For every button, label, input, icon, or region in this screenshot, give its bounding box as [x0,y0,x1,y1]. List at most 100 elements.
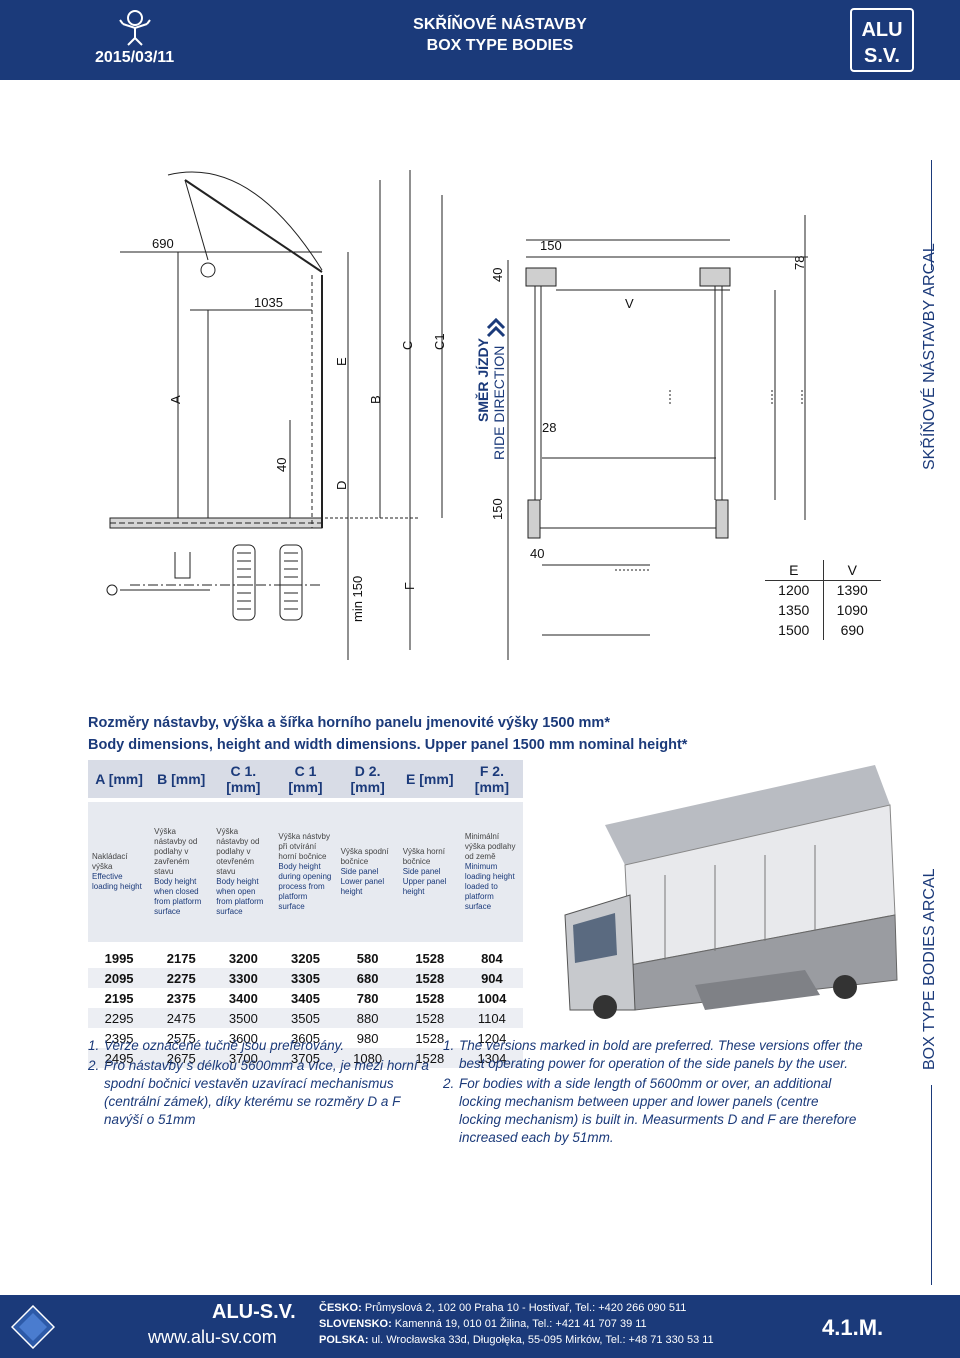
e-v-cell: 1500 [778,622,810,638]
dimensions-header-cell: C 1[mm] [274,760,336,798]
table-cell: 3400 [228,990,258,1006]
dim-28: 28 [542,420,556,435]
table-cell: 2675 [166,1050,196,1066]
description-en: Side panel Lower panel height [340,867,385,896]
page-title: SKŘÍŇOVÉ NÁSTAVBY BOX TYPE BODIES [310,14,690,56]
page-header: 2015/03/11 SKŘÍŇOVÉ NÁSTAVBY BOX TYPE BO… [0,0,960,80]
dim-C: C [400,341,415,350]
description-en: Body height when open from platform surf… [216,877,264,916]
dim-40-top: 40 [490,268,505,282]
table-cell: 3500 [228,1010,258,1026]
document-date: 2015/03/11 [95,49,175,66]
table-cell: 2195 [104,990,134,1006]
note-text: Verze označené tučně jsou preferovány. [104,1038,345,1053]
footer-addresses: ČESKO: Průmyslová 2, 102 00 Praha 10 - H… [319,1300,714,1348]
description-cz: Výška nástavby od podlahy v otevřeném st… [216,827,260,876]
header-sub: [mm] [474,779,510,795]
side-label-lower: BOX TYPE BODIES ARCAL [921,868,938,1070]
table-cell: 1528 [415,990,445,1006]
title-en: BOX TYPE BODIES [426,37,574,54]
notes-en: 1. The versions marked in bold are prefer… [443,1037,863,1149]
table-cell: 3505 [291,1010,320,1026]
e-v-header-row: E V [765,560,881,581]
e-v-header-cell: V [822,560,881,581]
dim-F: F [402,582,417,590]
dim-D: D [334,481,349,490]
cross-section-view [507,215,808,660]
chevron-up-icon [486,317,506,338]
table-cell: 1104 [477,1010,506,1026]
e-v-cell: 690 [822,620,881,640]
section-title-cz: Rozměry nástavby, výška a šířka horního … [88,715,610,731]
notes-cz: 1.Verze označené tučně jsou preferovány.… [88,1037,433,1131]
table-cell: 1528 [415,1030,445,1046]
address-label: ČESKO: [319,1302,362,1314]
logo-text-alu: ALU [861,19,902,41]
table-cell: 3300 [228,970,258,986]
table-cell: 1528 [415,970,445,986]
dim-E: E [334,357,349,366]
table-cell: 3305 [291,970,320,986]
description-en: Effective loading height [92,872,142,891]
section-title-en: Body dimensions, height and width dimens… [88,737,688,753]
table-cell: 3405 [291,990,320,1006]
mascot-icon [119,10,151,46]
side-divider-upper [931,160,932,270]
footer-company: ALU-S.V. [212,1301,296,1323]
table-cell: 1528 [415,1010,445,1026]
ride-direction-en: RIDE DIRECTION [491,346,507,460]
description-en: Side panel Upper panel height [402,867,447,896]
table-cell: 2375 [166,990,196,1006]
header-sub: [mm] [288,779,323,795]
table-cell: 2395 [104,1030,134,1046]
footer-website-link[interactable]: www.alu-sv.com [148,1327,277,1347]
table-cell: 3600 [228,1030,258,1046]
dimensions-header-cell: C 1.[mm] [212,760,274,798]
e-v-row: 1200 1390 [765,580,881,600]
address-sk: SLOVENSKO: Kamenná 19, 010 01 Žilina, Te… [319,1316,714,1332]
dimensions-header-cell: D 2.[mm] [337,760,399,798]
page-code: 4.1.M. [822,1315,884,1340]
description-cz: Výška nástavby od podlahy v zavřeném sta… [154,827,198,876]
table-cell: 2175 [166,950,196,966]
note-number: 1. [443,1038,455,1053]
logo-text-sv: S.V. [864,45,900,67]
side-label-upper: SKŘÍŇOVÉ NÁSTAVBY ARCAL [921,243,938,470]
alu-sv-logo: ALU S.V. [850,8,914,72]
description-cz: Výška horní bočnice [402,847,445,866]
truck-photo [564,765,898,1019]
page-footer: ALU-S.V. www.alu-sv.com ČESKO: Průmyslov… [0,1295,960,1358]
header-main: C 1 [294,763,317,779]
dim-40-side: 40 [274,458,289,472]
table-cell: 3700 [228,1050,258,1066]
dim-690: 690 [152,236,174,251]
note-text: The versions marked in bold are preferre… [459,1038,863,1071]
address-text: ul. Wrocławska 33d, Długołęka, 55-095 Mi… [371,1334,714,1346]
note-number: 2. [88,1058,100,1073]
dim-150-bottom: 150 [490,498,505,520]
description-cell: Výška nástavby od podlahy v otevřeném st… [212,827,274,917]
table-cell: 3705 [291,1050,320,1066]
technical-drawing: 690 1035 40 A E D B C C1 F min 150 SMĚR … [106,170,808,660]
note-item: 1. The versions marked in bold are prefer… [443,1037,863,1073]
dimensions-header-cell: E [mm] [399,760,461,798]
note-item: 1.Verze označené tučně jsou preferovány. [88,1037,433,1055]
e-v-cell: 1390 [822,580,881,600]
description-cz: Minimální výška podlahy od země [464,832,516,861]
address-label: POLSKA: [319,1334,369,1346]
address-text: Kamenná 19, 010 01 Žilina, Tel.: +421 41… [394,1318,647,1330]
description-cz: Výška nástvby při otvírání horní bočnice [278,832,330,861]
dim-C1: C1 [432,333,447,350]
table-cell: 880 [356,1010,379,1026]
e-v-header-cell: E [765,560,823,581]
table-cell: 2275 [166,970,196,986]
description-en: Body height during opening process from … [278,862,332,911]
table-cell: 804 [481,950,503,966]
table-cell: 680 [356,970,379,986]
e-v-cell: 1090 [822,600,881,620]
